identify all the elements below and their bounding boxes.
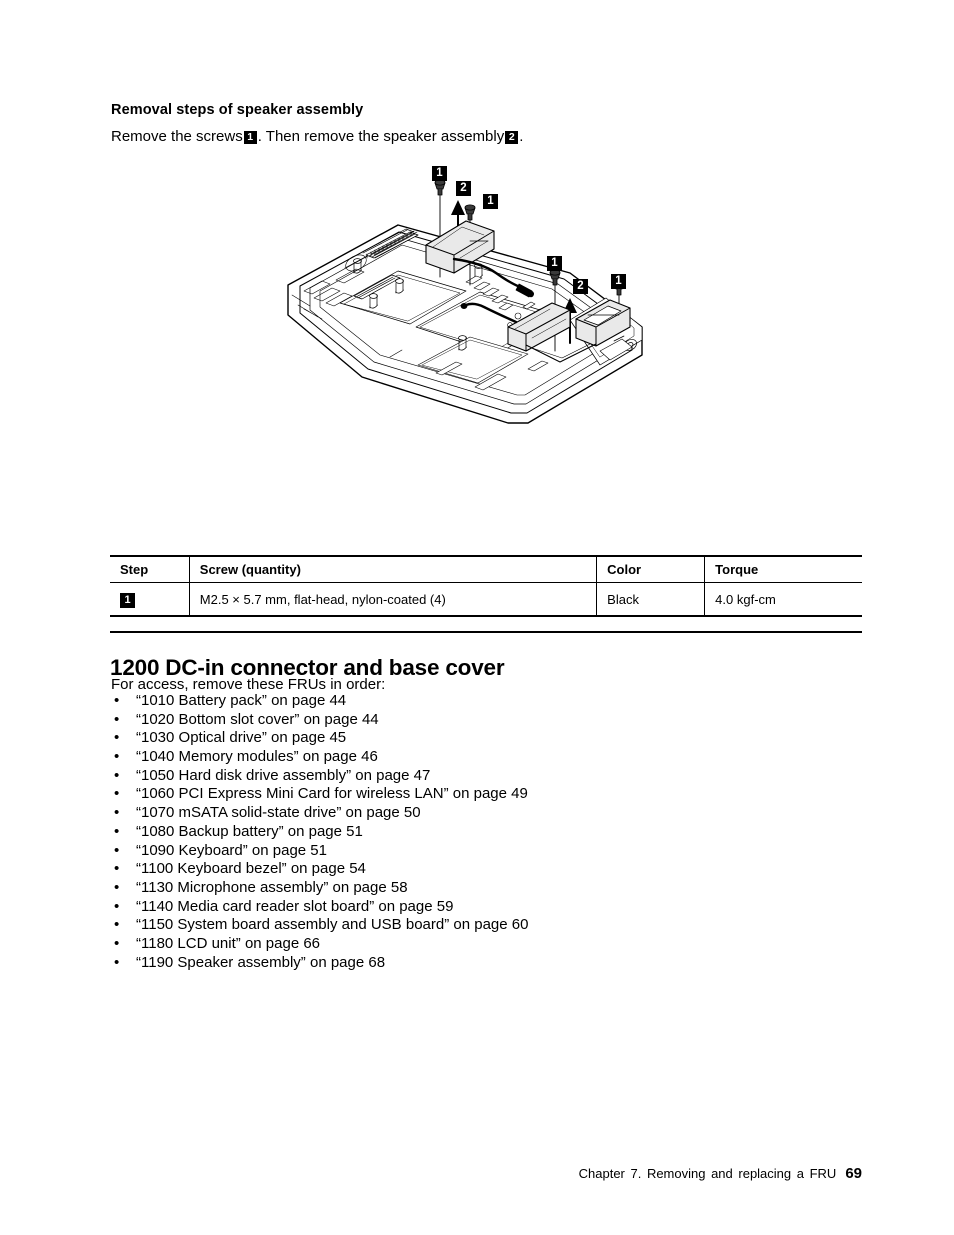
figure-callout-2a: 2: [456, 181, 471, 196]
screw-lower-left: [549, 269, 561, 286]
list-item[interactable]: “1050 Hard disk drive assembly” on page …: [111, 767, 528, 786]
cell-color: Black: [596, 582, 706, 616]
vent-grille: [361, 228, 419, 259]
list-item[interactable]: “1030 Optical drive” on page 45: [111, 729, 528, 748]
figure-callout-1a: 1: [432, 166, 447, 181]
instruction-text-part-1: Remove the screws: [111, 128, 243, 145]
list-item[interactable]: “1130 Microphone assembly” on page 58: [111, 879, 528, 898]
table-header: Step Screw (quantity) Color Torque: [110, 556, 862, 583]
table-header-row: Step Screw (quantity) Color Torque: [110, 556, 862, 583]
cell-step: 1: [110, 582, 190, 616]
table-body: 1 M2.5 × 5.7 mm, flat-head, nylon-coated…: [110, 582, 862, 616]
section-heading: 1200 DC-in connector and base cover: [110, 655, 505, 681]
upper-speaker-assembly: [425, 179, 534, 298]
figure-callout-1c: 1: [547, 256, 562, 271]
callout-badge-2: 2: [505, 131, 519, 144]
list-item[interactable]: “1180 LCD unit” on page 66: [111, 935, 528, 954]
page-footer: Chapter 7. Removing and replacing a FRU 6…: [0, 1165, 862, 1182]
column-header-screw: Screw (quantity): [189, 556, 598, 583]
figure-callout-1d: 1: [611, 274, 626, 289]
screw-upper-left: [434, 179, 446, 196]
list-item[interactable]: “1100 Keyboard bezel” on page 54: [111, 860, 528, 879]
front-edge-detail: [389, 349, 549, 391]
table-row: 1 M2.5 × 5.7 mm, flat-head, nylon-coated…: [110, 582, 862, 616]
column-header-color: Color: [596, 556, 706, 583]
cell-torque: 4.0 kgf-cm: [715, 591, 776, 607]
figure-callout-1b: 1: [483, 194, 498, 209]
column-header-step: Step: [110, 556, 190, 583]
figure-callout-2b: 2: [573, 279, 588, 294]
list-item[interactable]: “1150 System board assembly and USB boar…: [111, 916, 528, 935]
step-badge: 1: [120, 592, 135, 608]
lower-speaker-assembly: [460, 269, 631, 363]
cell-screw: M2.5 × 5.7 mm, flat-head, nylon-coated (…: [189, 582, 598, 616]
section-divider-rule: [110, 631, 862, 633]
instruction-text-part-3: .: [519, 128, 524, 145]
list-item[interactable]: “1020 Bottom slot cover” on page 44: [111, 711, 528, 730]
callout-badge-1: 1: [243, 131, 257, 144]
list-item[interactable]: “1190 Speaker assembly” on page 68: [111, 954, 528, 973]
list-item[interactable]: “1080 Backup battery” on page 51: [111, 823, 528, 842]
list-item[interactable]: “1010 Battery pack” on page 44: [111, 692, 528, 711]
base-cover-line-art: [287, 179, 643, 424]
screw-specification-table: Step Screw (quantity) Color Torque 1 M2.…: [110, 555, 862, 617]
list-item[interactable]: “1040 Memory modules” on page 46: [111, 748, 528, 767]
list-item[interactable]: “1090 Keyboard” on page 51: [111, 842, 528, 861]
column-header-torque: Torque: [715, 562, 759, 577]
instruction-text-part-2: . Then remove the speaker assembly: [257, 128, 505, 145]
list-lead-in-text: For access, remove these FRUs in order:: [111, 676, 386, 693]
screw-upper-right: [464, 204, 476, 221]
footer-page-number: 69: [845, 1165, 862, 1182]
list-item[interactable]: “1140 Media card reader slot board” on p…: [111, 898, 528, 917]
footer-chapter-text: Chapter 7. Removing and replacing a FRU: [578, 1166, 837, 1181]
list-item[interactable]: “1070 mSATA solid-state drive” on page 5…: [111, 804, 528, 823]
fru-removal-list: “1010 Battery pack” on page 44 “1020 Bot…: [111, 692, 528, 972]
list-item[interactable]: “1060 PCI Express Mini Card for wireless…: [111, 785, 528, 804]
subsection-heading: Removal steps of speaker assembly: [111, 102, 364, 118]
speaker-assembly-removal-diagram: 1 2 1 1 2 1: [270, 155, 670, 455]
